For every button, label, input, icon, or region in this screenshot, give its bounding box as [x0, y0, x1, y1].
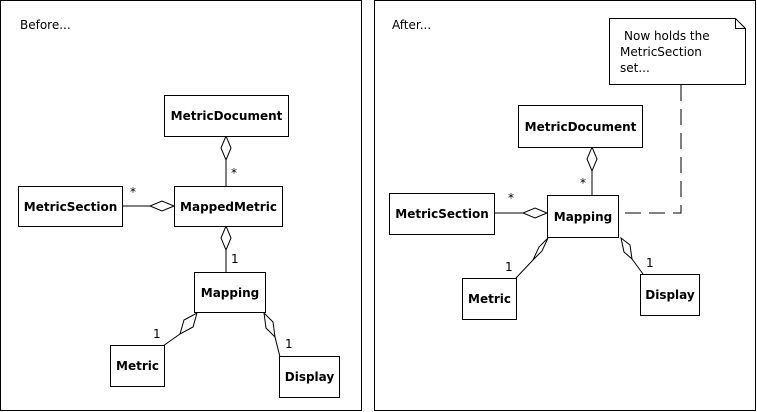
after-note-anchor-line: [617, 85, 682, 214]
after-mult-mapping-metric: 1: [505, 260, 513, 274]
before-mapping-display-line: [274, 336, 281, 358]
before-mapping-label: Mapping: [201, 286, 259, 300]
before-metric-section-label: MetricSection: [24, 200, 118, 214]
before-metric-section-box: MetricSection: [18, 186, 123, 227]
after-note-line2: MetricSection: [620, 45, 702, 59]
after-metric-document-label: MetricDocument: [525, 120, 637, 134]
before-display-label: Display: [285, 370, 335, 384]
before-mult-doc-mapped: *: [231, 166, 237, 180]
after-display-box: Display: [640, 274, 700, 316]
before-mult-mapping-metric: 1: [153, 327, 161, 341]
after-mapping-box: Mapping: [547, 195, 619, 238]
before-mapping-box: Mapping: [194, 272, 266, 313]
after-metric-section-box: MetricSection: [389, 193, 495, 235]
before-mult-mapping-display: 1: [285, 337, 293, 351]
before-metric-document-box: MetricDocument: [164, 95, 289, 137]
before-mult-mapped-mapping: 1: [231, 252, 239, 266]
before-mapping-metric-line: [162, 333, 181, 347]
after-mapping-metric-line: [515, 259, 534, 279]
after-metric-label: Metric: [468, 292, 511, 306]
after-title: After...: [392, 18, 431, 32]
after-note: Now holds the MetricSection set...: [609, 18, 746, 85]
after-mult-doc-mapping: *: [580, 176, 586, 190]
after-note-line3: set...: [620, 61, 650, 75]
after-metric-box: Metric: [462, 278, 517, 320]
before-display-box: Display: [279, 356, 340, 398]
before-title: Before...: [20, 18, 71, 32]
before-metric-box: Metric: [110, 345, 165, 387]
after-mult-mapping-display: 1: [646, 256, 654, 270]
after-note-line1: Now holds the: [624, 29, 710, 43]
before-mapped-metric-label: MappedMetric: [180, 200, 277, 214]
after-metric-document-box: MetricDocument: [518, 105, 643, 148]
after-display-label: Display: [645, 288, 695, 302]
after-metric-section-label: MetricSection: [395, 207, 489, 221]
before-mult-section-mapped: *: [130, 185, 136, 199]
before-metric-label: Metric: [116, 359, 159, 373]
before-mapped-metric-box: MappedMetric: [174, 186, 283, 227]
after-mapping-display-line: [631, 258, 644, 275]
after-panel: After... Now holds the MetricSection set…: [374, 0, 756, 411]
before-panel: Before... * * 1 1 1 MetricDocument Mappe…: [0, 0, 362, 411]
before-metric-document-label: MetricDocument: [171, 109, 283, 123]
before-section-diamond: [148, 200, 176, 212]
after-mult-section-mapping: *: [508, 191, 514, 205]
after-section-diamond: [521, 207, 549, 219]
after-mapping-label: Mapping: [554, 210, 612, 224]
